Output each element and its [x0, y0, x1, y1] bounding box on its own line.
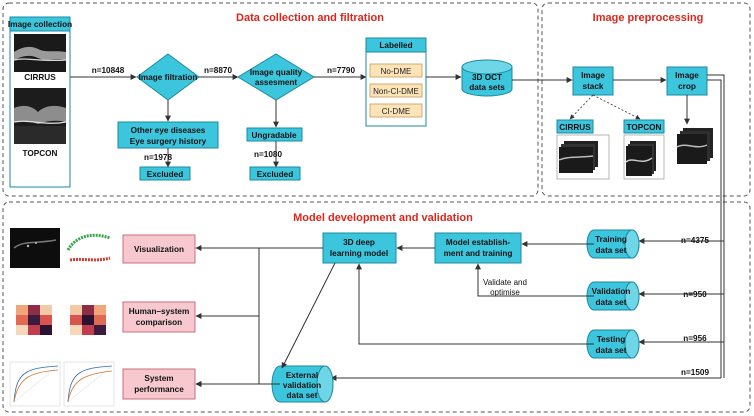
svg-text:Validation: Validation	[592, 287, 631, 296]
image-stack-box	[572, 66, 614, 96]
excluded-2-box	[249, 166, 301, 181]
count-external: n=1509	[681, 368, 709, 377]
label-no-dme	[369, 63, 423, 78]
preprocessing-title: Image preprocessing	[593, 12, 704, 24]
image-quality-label-2: assesment	[255, 78, 298, 87]
svg-text:Testing: Testing	[597, 335, 626, 344]
label-ci-dme	[369, 103, 423, 118]
roc-curve-thumbnail-2	[63, 361, 115, 407]
validate-label-2: optimise	[490, 288, 520, 297]
count-after-filtration: n=8870	[204, 66, 232, 75]
excluded-1-box	[139, 166, 191, 181]
svg-text:Image: Image	[581, 71, 605, 80]
image-crop-box	[666, 66, 708, 96]
image-quality-label-1: Image quality	[250, 68, 303, 77]
svg-text:Labelled: Labelled	[379, 41, 412, 50]
svg-text:learning model: learning model	[330, 249, 388, 258]
image-filtration-label: Image filtration	[139, 73, 198, 82]
cirrus-stack-image	[556, 134, 610, 180]
oct-datasets-label-2: data sets	[469, 83, 505, 92]
section-model-border	[2, 201, 751, 413]
svg-text:Excluded: Excluded	[147, 170, 183, 179]
testing-dataset-cylinder	[586, 329, 640, 359]
training-dataset-cylinder	[586, 229, 640, 259]
image-collection-panel: Image collection CIRRUS TOPCON	[8, 16, 72, 188]
svg-text:validation: validation	[283, 381, 321, 390]
external-dataset-cylinder	[271, 365, 334, 403]
topcon-label: TOPCON	[23, 149, 58, 158]
svg-text:comparison: comparison	[136, 318, 182, 327]
svg-text:data set: data set	[596, 298, 627, 307]
label-non-ci-dme	[369, 83, 423, 98]
svg-text:External: External	[286, 371, 318, 380]
collection-title: Data collection and filtration	[236, 12, 384, 24]
svg-text:stack: stack	[583, 82, 604, 91]
svg-text:Visualization: Visualization	[134, 245, 184, 254]
count-validation: n=950	[683, 290, 707, 299]
svg-text:Model establish-: Model establish-	[446, 238, 510, 247]
svg-text:Image collection: Image collection	[8, 20, 72, 29]
validation-dataset-cylinder	[586, 281, 640, 311]
svg-text:System: System	[144, 374, 173, 383]
section-collection-border	[2, 2, 539, 197]
image-collection-header	[9, 16, 71, 32]
svg-text:TOPCON: TOPCON	[627, 123, 662, 132]
system-performance-box	[122, 368, 196, 400]
svg-text:Non-CI-DME: Non-CI-DME	[373, 87, 419, 96]
svg-text:Other eye diseases: Other eye diseases	[131, 126, 206, 135]
svg-text:3D deep: 3D deep	[343, 238, 375, 247]
oct-datasets-label-1: 3D OCT	[472, 73, 502, 82]
svg-text:Excluded: Excluded	[257, 170, 293, 179]
crop-to-datasets-line	[707, 74, 725, 378]
count-after-quality: n=7790	[327, 66, 355, 75]
cirrus-scan-image	[13, 34, 67, 72]
svg-text:performance: performance	[134, 385, 184, 394]
svg-text:No-DME: No-DME	[381, 67, 412, 76]
count-excluded-1: n=1978	[144, 153, 172, 162]
svg-text:data set: data set	[596, 246, 627, 255]
topcon-stack-tag	[623, 119, 665, 134]
svg-text:Eye surgery history: Eye surgery history	[130, 137, 207, 146]
cirrus-label: CIRRUS	[24, 73, 56, 82]
roc-curve-thumbnail-1	[9, 361, 61, 407]
image-quality-diamond	[237, 53, 315, 101]
cirrus-stack-tag	[556, 119, 594, 134]
svg-text:data set: data set	[596, 346, 627, 355]
visualization-box	[122, 234, 196, 264]
svg-text:CI-DME: CI-DME	[382, 107, 410, 116]
svg-text:Image: Image	[675, 71, 699, 80]
count-testing: n=956	[683, 334, 707, 343]
svg-text:CIRRUS: CIRRUS	[559, 123, 591, 132]
exclusion-reason-1-box	[117, 121, 219, 149]
validate-label-1: Validate and	[483, 278, 527, 287]
confusion-matrix-thumbnail-1	[10, 296, 60, 344]
svg-text:Ungradable: Ungradable	[251, 131, 296, 140]
topcon-scan-image	[13, 88, 67, 144]
human-system-comparison-box	[122, 301, 196, 333]
svg-text:data set: data set	[287, 391, 318, 400]
count-training: n=4375	[681, 236, 709, 245]
section-preprocessing-border	[541, 2, 751, 197]
ungradable-box	[246, 127, 303, 142]
svg-text:Training: Training	[595, 235, 627, 244]
svg-text:ment and training: ment and training	[444, 249, 513, 258]
model-title: Model development and validation	[293, 212, 473, 224]
topcon-stack-image	[623, 134, 665, 180]
count-total: n=10848	[92, 66, 125, 75]
labelled-header	[365, 37, 427, 53]
svg-text:crop: crop	[678, 82, 696, 91]
visualization-thumbnail-3d-scan	[10, 228, 60, 268]
svg-text:Human–system: Human–system	[129, 307, 190, 316]
confusion-matrix-thumbnail-2	[64, 296, 114, 344]
visualization-thumbnail-heatmap	[64, 228, 114, 268]
oct-datasets-cylinder	[461, 59, 513, 97]
count-excluded-2: n=1080	[254, 150, 282, 159]
cropped-stack-image	[676, 128, 713, 164]
